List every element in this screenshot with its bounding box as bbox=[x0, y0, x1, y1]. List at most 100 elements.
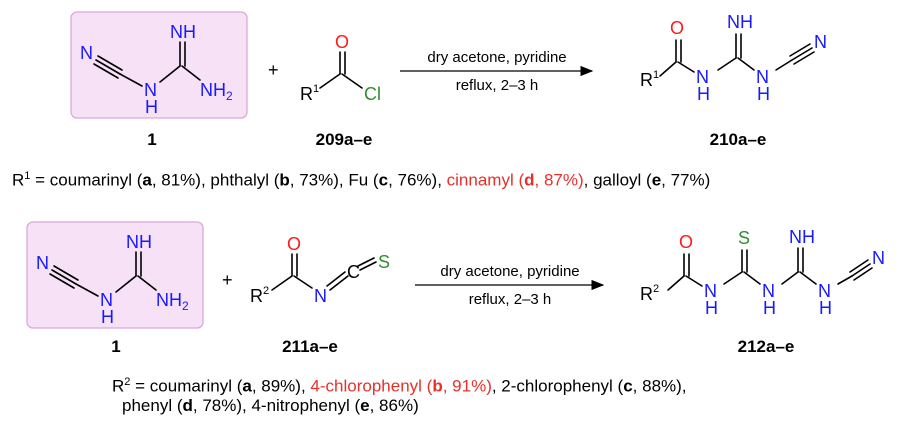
r2-substituent-legend-line-2: phenyl (d, 78%), 4-nitrophenyl (e, 86%) bbox=[122, 396, 419, 415]
bond bbox=[137, 275, 157, 291]
bond bbox=[51, 269, 77, 285]
atom-n: N bbox=[818, 281, 831, 301]
atom-h: H bbox=[145, 97, 158, 117]
substituent-r1: R1 bbox=[640, 69, 659, 90]
bond bbox=[717, 57, 737, 71]
r1-substituent-legend: R1 = coumarinyl (a, 81%), phthalyl (b, 7… bbox=[12, 170, 711, 190]
bond bbox=[75, 283, 99, 297]
highlighted-entry: cinnamyl (d, 87%) bbox=[446, 170, 584, 190]
reaction-arrow-2: dry acetone, pyridine reflux, 2–3 h bbox=[415, 263, 605, 308]
product-210: O R1 N H NH N H N 210a–e bbox=[640, 12, 827, 149]
r2-substituent-legend-line-1: R2 = coumarinyl (a, 89%), 4-chlorophenyl… bbox=[112, 376, 687, 396]
conditions-bottom: reflux, 2–3 h bbox=[469, 291, 552, 308]
highlighted-entry: 4-chlorophenyl (b, 91%) bbox=[310, 376, 492, 396]
atom-h: H bbox=[763, 298, 776, 318]
bond bbox=[181, 65, 201, 81]
compound-label: 211a–e bbox=[282, 337, 338, 356]
conditions-top: dry acetone, pyridine bbox=[427, 49, 566, 66]
reaction-arrow-1: dry acetone, pyridine reflux, 2–3 h bbox=[400, 49, 594, 94]
bond bbox=[793, 51, 815, 65]
bond bbox=[93, 63, 119, 79]
atom-n: N bbox=[80, 43, 93, 63]
bond bbox=[359, 261, 377, 271]
atom-nh2: NH2 bbox=[156, 290, 189, 313]
conditions-bottom: reflux, 2–3 h bbox=[456, 77, 539, 94]
atom-n: N bbox=[36, 253, 49, 273]
atom-s: S bbox=[738, 228, 750, 248]
bond bbox=[723, 271, 743, 285]
atom-o: O bbox=[287, 234, 301, 254]
plus-sign: + bbox=[268, 60, 279, 80]
atom-nh: NH bbox=[727, 12, 753, 32]
bond bbox=[319, 73, 341, 89]
atom-h: H bbox=[705, 298, 718, 318]
atom-n: N bbox=[144, 80, 157, 100]
highlight-box bbox=[26, 221, 204, 329]
compound-label: 212a–e bbox=[738, 337, 795, 356]
product-212: O S R2 N H N H NH N H N 212a–e bbox=[640, 227, 885, 356]
compound-label: 210a–e bbox=[710, 130, 767, 149]
bond bbox=[737, 57, 755, 71]
bond bbox=[685, 275, 703, 287]
atom-n: N bbox=[814, 32, 827, 52]
bond bbox=[341, 73, 363, 89]
atom-n: N bbox=[314, 286, 327, 306]
bond bbox=[115, 275, 137, 293]
bond bbox=[53, 265, 79, 281]
bond bbox=[49, 273, 75, 289]
atom-n: N bbox=[696, 67, 709, 87]
reactant-1-cyanoguanidine: N NH N H NH2 1 bbox=[70, 11, 248, 149]
atom-h: H bbox=[757, 84, 770, 104]
atom-o: O bbox=[335, 32, 349, 52]
atom-n: N bbox=[704, 281, 717, 301]
atom-n: N bbox=[872, 248, 885, 268]
bond bbox=[791, 47, 813, 61]
atom-nh: NH bbox=[789, 227, 815, 247]
plus-sign: + bbox=[222, 270, 233, 290]
reactant-2-acyl-isothiocyanate: O R2 N C S 211a–e bbox=[250, 234, 390, 356]
bond bbox=[799, 271, 817, 285]
bond bbox=[849, 259, 869, 273]
bond bbox=[775, 59, 793, 71]
atom-c: C bbox=[347, 262, 360, 282]
reactant-2-acyl-chloride: O Cl R1 209a–e bbox=[300, 32, 381, 149]
atom-cl: Cl bbox=[364, 84, 381, 104]
bond bbox=[329, 275, 349, 291]
scheme-2: N NH N H NH2 1 + O R2 N C S 211a–e dry a… bbox=[26, 221, 885, 356]
bond bbox=[667, 275, 685, 291]
bond bbox=[851, 263, 871, 277]
bond bbox=[781, 271, 799, 285]
atom-o: O bbox=[670, 18, 684, 38]
highlight-box bbox=[70, 11, 248, 119]
bond bbox=[97, 55, 123, 71]
bond bbox=[659, 61, 677, 77]
bond bbox=[837, 275, 853, 285]
bond bbox=[293, 275, 313, 289]
compound-label: 1 bbox=[111, 337, 120, 356]
reactant-1-cyanoguanidine: N NH N H NH2 1 bbox=[26, 221, 204, 356]
atom-n: N bbox=[756, 67, 769, 87]
atom-n: N bbox=[762, 281, 775, 301]
conditions-top: dry acetone, pyridine bbox=[440, 263, 579, 280]
bond bbox=[853, 267, 873, 281]
atom-h: H bbox=[697, 84, 710, 104]
atom-nh2: NH2 bbox=[200, 80, 233, 103]
scheme-1: N NH N H NH2 1 + O Cl R1 209a–e dry acet… bbox=[70, 11, 827, 149]
bond bbox=[743, 271, 761, 285]
atom-nh: NH bbox=[170, 22, 196, 42]
compound-label: 1 bbox=[147, 130, 156, 149]
bond bbox=[326, 271, 346, 287]
atom-n: N bbox=[100, 290, 113, 310]
bond bbox=[677, 61, 695, 73]
bond bbox=[357, 257, 375, 267]
atom-o: O bbox=[679, 232, 693, 252]
substituent-r2: R2 bbox=[250, 285, 269, 306]
atom-h: H bbox=[819, 298, 832, 318]
atom-s: S bbox=[378, 252, 390, 272]
atom-h: H bbox=[101, 307, 114, 327]
bond bbox=[271, 275, 293, 291]
atom-nh: NH bbox=[126, 232, 152, 252]
bond bbox=[159, 65, 181, 83]
substituent-r1: R1 bbox=[300, 83, 319, 104]
